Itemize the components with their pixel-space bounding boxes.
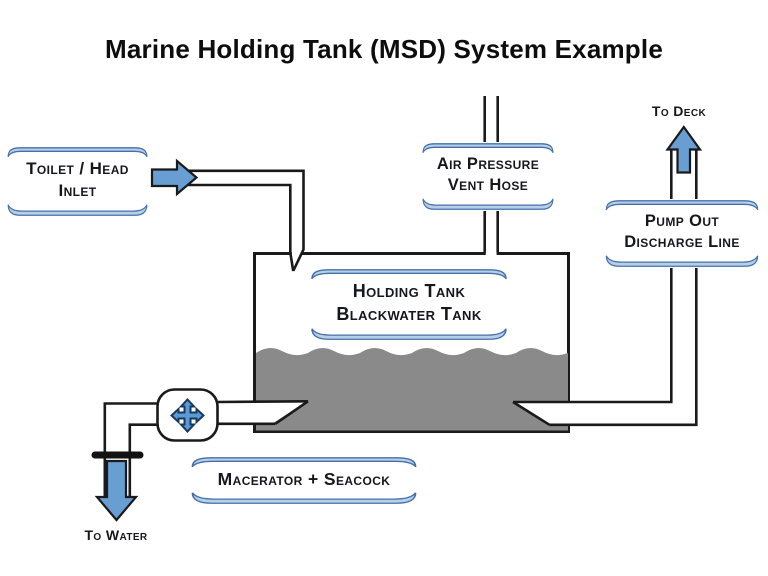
bracket-bottom xyxy=(311,328,507,340)
bracket-top xyxy=(311,269,507,279)
bracket-top xyxy=(7,147,148,157)
label-macerator-seacock: Macerator + Seacock xyxy=(189,456,419,506)
label-text: Toilet / Head xyxy=(26,159,129,178)
label-text: Vent Hose xyxy=(447,176,529,195)
seacock-handle xyxy=(91,451,144,459)
label-toilet-head-inlet: Toilet / Head Inlet xyxy=(6,146,149,217)
label-text: Macerator + Seacock xyxy=(217,469,391,489)
label-holding-tank: Holding Tank Blackwater Tank xyxy=(309,268,509,342)
note-to-water: To Water xyxy=(84,527,148,543)
macerator-valve-icon xyxy=(170,398,205,433)
bracket-bottom xyxy=(191,492,417,505)
bracket-top xyxy=(605,200,759,210)
blackwater-liquid xyxy=(256,347,568,431)
bracket-top xyxy=(191,457,417,467)
discharge-pipe xyxy=(512,125,703,427)
bracket-bottom xyxy=(422,198,554,211)
page-title: Marine Holding Tank (MSD) System Example xyxy=(105,34,663,64)
label-text: Holding Tank xyxy=(352,281,466,301)
toilet-inlet-pipe xyxy=(150,158,305,272)
inlet-arrow-icon xyxy=(150,158,199,197)
note-to-deck: To Deck xyxy=(651,103,707,119)
label-pump-out-discharge-line: Pump Out Discharge Line xyxy=(604,199,760,269)
label-text: Pump Out xyxy=(644,212,720,230)
to-water-arrow-icon xyxy=(94,459,139,522)
label-text: Discharge Line xyxy=(624,233,740,252)
to-deck-arrow-icon xyxy=(665,125,703,174)
bracket-bottom xyxy=(7,204,148,216)
bracket-bottom xyxy=(605,255,759,268)
bracket-top xyxy=(422,143,554,153)
label-text: Air Pressure xyxy=(436,155,540,173)
label-air-pressure-vent-hose: Air Pressure Vent Hose xyxy=(421,142,555,212)
label-text: Blackwater Tank xyxy=(336,304,482,325)
label-text: Inlet xyxy=(58,180,97,200)
